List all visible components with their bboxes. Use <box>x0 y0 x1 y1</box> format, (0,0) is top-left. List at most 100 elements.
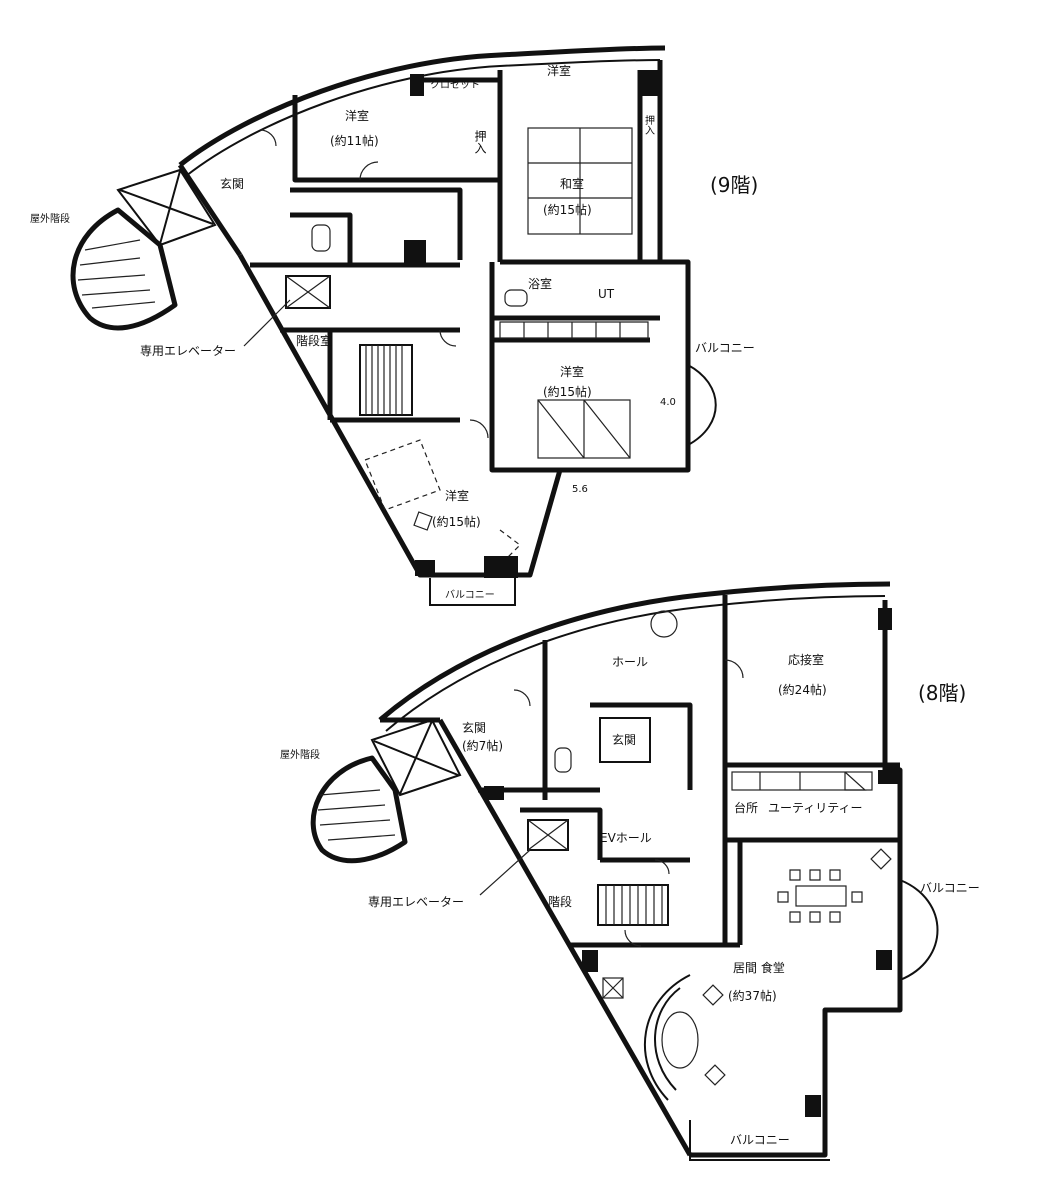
f8-pillar <box>484 786 504 800</box>
f9-dashed-furniture <box>364 439 521 561</box>
f9-dim-1: 4.0 <box>660 397 676 408</box>
f8-diamond <box>704 1064 726 1086</box>
f9-closet-row <box>499 321 649 339</box>
f8-floor-label: (8階) <box>918 681 966 705</box>
f9-interior-walls <box>250 70 660 423</box>
f9-elevator-label: 専用エレベーター <box>140 344 236 358</box>
f9-western-2-label: 洋室 <box>560 364 584 379</box>
f8-balcony-bottom <box>689 1120 830 1161</box>
f9-closet-block <box>410 74 424 96</box>
f9-western-3-area: (約15帖) <box>432 514 481 529</box>
f8-elevator-shaft <box>527 819 569 851</box>
f9-genkan-label: 玄関 <box>220 176 244 191</box>
f9-western-top-label: 洋室 <box>547 63 571 78</box>
f9-small-box <box>413 511 433 531</box>
f9-western-1-label: 洋室 <box>345 108 369 123</box>
f8-pillar <box>805 1095 821 1117</box>
f9-elevator-x <box>285 275 331 309</box>
f8-kitchen-counter-lines <box>759 771 867 791</box>
f9-door-swing <box>259 129 489 439</box>
f8-dining-chairs <box>777 869 863 923</box>
f8-oval-table <box>661 1011 699 1069</box>
f9-stairs-label: 階段室 <box>296 333 332 348</box>
f8-diamond <box>870 848 892 870</box>
f8-outer-curve-wall <box>378 581 891 722</box>
f9-japanese-area: (約15帖) <box>543 202 592 217</box>
f8-utility-label: ユーティリティー <box>768 801 863 815</box>
f8-pillar <box>878 608 892 630</box>
f9-elevator-leader <box>243 299 291 347</box>
f9-upper-left-wall <box>177 163 243 257</box>
f8-reception-label: 応接室 <box>788 652 824 667</box>
f9-balcony-bottom <box>429 578 516 606</box>
f9-stairs <box>359 344 413 416</box>
f9-bath-fixture <box>504 289 528 307</box>
f8-kitchen-label: 台所 <box>734 800 758 815</box>
f9-stair-box <box>116 168 217 247</box>
f8-left-diagonal-wall <box>437 718 693 1157</box>
f8-outdoor-stairs-label: 屋外階段 <box>280 748 320 761</box>
f9-japanese-label: 和室 <box>560 176 584 191</box>
f9-dim-2: 5.6 <box>572 484 588 495</box>
f8-outdoor-stair <box>310 755 408 864</box>
f9-tatami-lines <box>528 128 632 234</box>
f8-pillar <box>876 950 892 970</box>
f8-hall-circle <box>650 610 678 638</box>
f9-western-1-area: (約11帖) <box>330 133 379 148</box>
f8-x-box-cross <box>602 977 624 999</box>
f9-pillar <box>640 70 658 96</box>
f9-outdoor-stair-steps <box>77 239 156 309</box>
f9-balcony-right <box>687 364 717 446</box>
floor-8-plan <box>310 581 939 1161</box>
f9-balcony-right-label: バルコニー <box>695 341 755 355</box>
f8-stairs-label: 階段 <box>548 894 572 909</box>
f9-pillar <box>415 560 435 576</box>
f9-elevator-shaft <box>285 275 331 309</box>
f9-oshiire-label: 押入 <box>473 130 487 154</box>
f8-stairs-steps <box>605 885 663 925</box>
f9-outer-curve-inner <box>185 59 661 177</box>
f8-balcony-right <box>899 879 939 981</box>
f9-outdoor-stairs-label: 屋外階段 <box>30 212 70 225</box>
f9-balcony-bottom-label: バルコニー <box>445 589 495 601</box>
f9-pillar <box>484 556 518 578</box>
f9-floor-label: (9階) <box>710 173 758 197</box>
f8-curved-sofa <box>643 974 691 1101</box>
f8-x-box <box>602 977 624 999</box>
f9-outdoor-stair <box>70 207 178 331</box>
f8-living-area: (約37帖) <box>728 988 777 1003</box>
f9-closet-label: クロゼット <box>430 79 480 91</box>
f8-living-label: 居間 食堂 <box>733 960 785 975</box>
f8-ev-hall-label: EVホール <box>600 831 652 845</box>
f8-reception-area: (約24帖) <box>778 682 827 697</box>
f8-diamond <box>702 984 724 1006</box>
f8-outdoor-stair-steps <box>317 789 396 841</box>
f8-elevator-leader <box>479 849 531 896</box>
f8-hall-label: ホール <box>612 655 648 669</box>
f9-oshiire-side-label: 押入 <box>643 114 655 135</box>
f8-elevator-x <box>527 819 569 851</box>
f9-western-2-area: (約15帖) <box>543 384 592 399</box>
f9-bath-label: 浴室 <box>528 276 552 291</box>
f9-toilet <box>311 224 331 252</box>
f8-elevator-label: 専用エレベーター <box>368 895 464 909</box>
f8-balcony-right-label: バルコニー <box>920 881 980 895</box>
f8-genkan-label: 玄関 <box>462 720 486 735</box>
f8-balcony-bottom-label: バルコニー <box>730 1133 790 1147</box>
f8-interior-walls <box>478 595 900 948</box>
f8-stair-box <box>370 718 462 797</box>
f9-ut-label: UT <box>598 287 615 301</box>
f8-genkan-box-label: 玄関 <box>612 732 636 747</box>
f9-wardrobe-x <box>537 399 631 459</box>
f8-stairs <box>597 884 669 926</box>
f8-kitchen-counter <box>731 771 873 791</box>
f8-pillar <box>878 770 900 784</box>
f8-door-swing <box>513 659 744 947</box>
f8-genkan-area: (約7帖) <box>462 738 503 753</box>
floor-9-plan <box>70 45 717 606</box>
f8-genkan-box <box>599 717 651 763</box>
f8-toilet <box>554 747 572 773</box>
f9-outer-curve-wall <box>178 45 666 167</box>
f9-stairs-steps <box>365 345 403 415</box>
